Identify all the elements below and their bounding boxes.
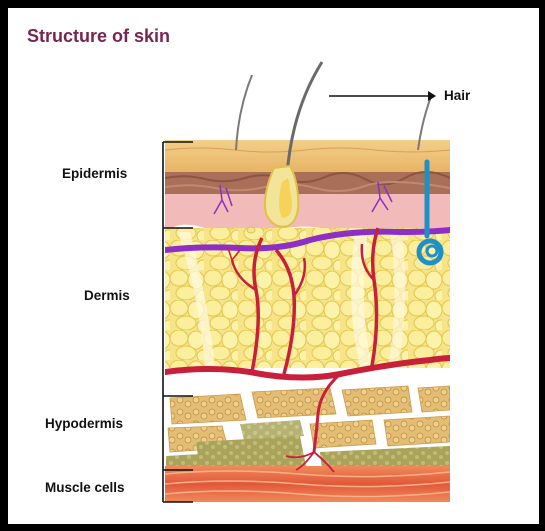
hair-pointer-arrow <box>329 91 436 101</box>
stratum-corneum <box>165 140 450 172</box>
label-epidermis: Epidermis <box>62 166 127 181</box>
label-dermis: Dermis <box>84 288 130 303</box>
label-hair: Hair <box>444 88 470 103</box>
label-muscle-cells: Muscle cells <box>45 480 125 495</box>
label-hypodermis: Hypodermis <box>45 416 123 431</box>
hair-shaft-left <box>236 75 252 150</box>
